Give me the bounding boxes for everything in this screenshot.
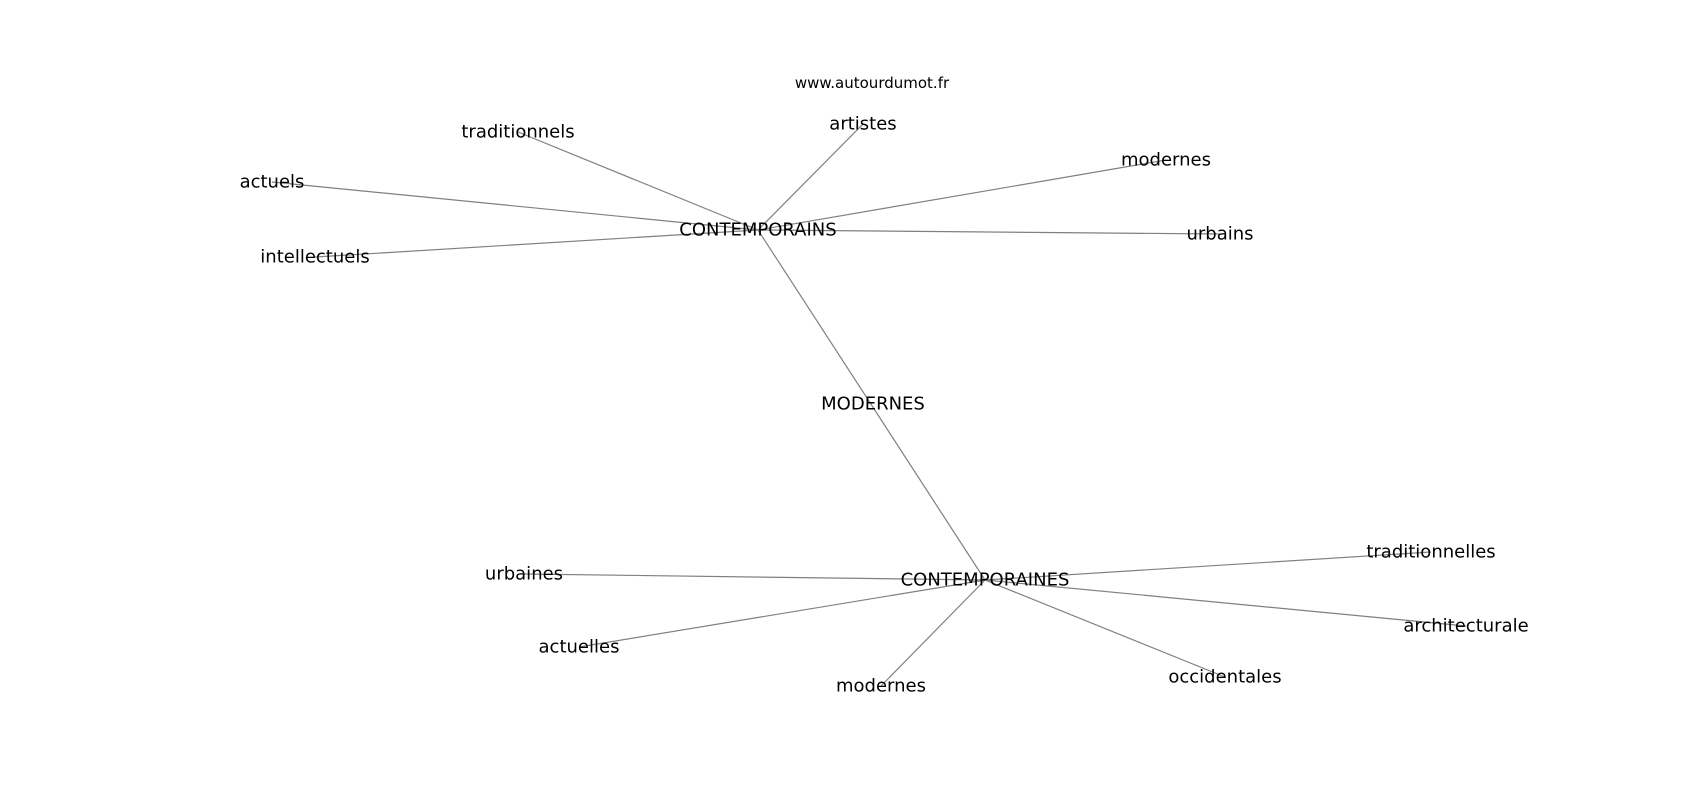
- edge-contemporains-urbains: [757, 229, 1221, 235]
- edge-contemporains-modernes_1: [757, 159, 1167, 231]
- node-modernes-2: modernes: [836, 676, 926, 697]
- edge-contemporaines-occidentales: [984, 579, 1226, 678]
- node-architecturale: architecturale: [1403, 616, 1528, 637]
- edge-contemporaines-traditionnelles: [984, 551, 1432, 581]
- edge-contemporaines-actuelles: [578, 579, 986, 648]
- edge-contemporains-contemporaines: [757, 229, 986, 581]
- edge-contemporains-traditionnels: [517, 131, 759, 231]
- edge-contemporaines-urbaines: [523, 573, 986, 581]
- node-actuels: actuels: [240, 172, 305, 193]
- node-occidentales: occidentales: [1168, 667, 1281, 688]
- edge-contemporaines-architecturale: [984, 579, 1467, 627]
- watermark-text: www.autourdumot.fr: [795, 74, 950, 92]
- edge-contemporaines-modernes_2: [880, 579, 986, 687]
- graph-labels: MODERNES CONTEMPORAINS CONTEMPORAINES tradi…: [240, 114, 1529, 697]
- node-traditionnelles: traditionnelles: [1366, 542, 1495, 563]
- node-traditionnels: traditionnels: [461, 122, 574, 143]
- edge-contemporains-intellectuels: [314, 229, 759, 258]
- node-artistes: artistes: [829, 114, 896, 135]
- node-contemporains: CONTEMPORAINS: [679, 220, 836, 241]
- node-intellectuels: intellectuels: [260, 247, 369, 268]
- node-modernes-center: MODERNES: [821, 394, 925, 415]
- node-modernes-1: modernes: [1121, 150, 1211, 171]
- node-actuelles: actuelles: [539, 637, 620, 658]
- graph-edges: [271, 123, 1467, 687]
- node-contemporaines: CONTEMPORAINES: [901, 570, 1070, 591]
- node-urbaines: urbaines: [485, 564, 563, 585]
- edge-contemporains-artistes: [757, 123, 864, 231]
- edge-contemporains-actuels: [271, 181, 759, 231]
- node-urbains: urbains: [1186, 224, 1253, 245]
